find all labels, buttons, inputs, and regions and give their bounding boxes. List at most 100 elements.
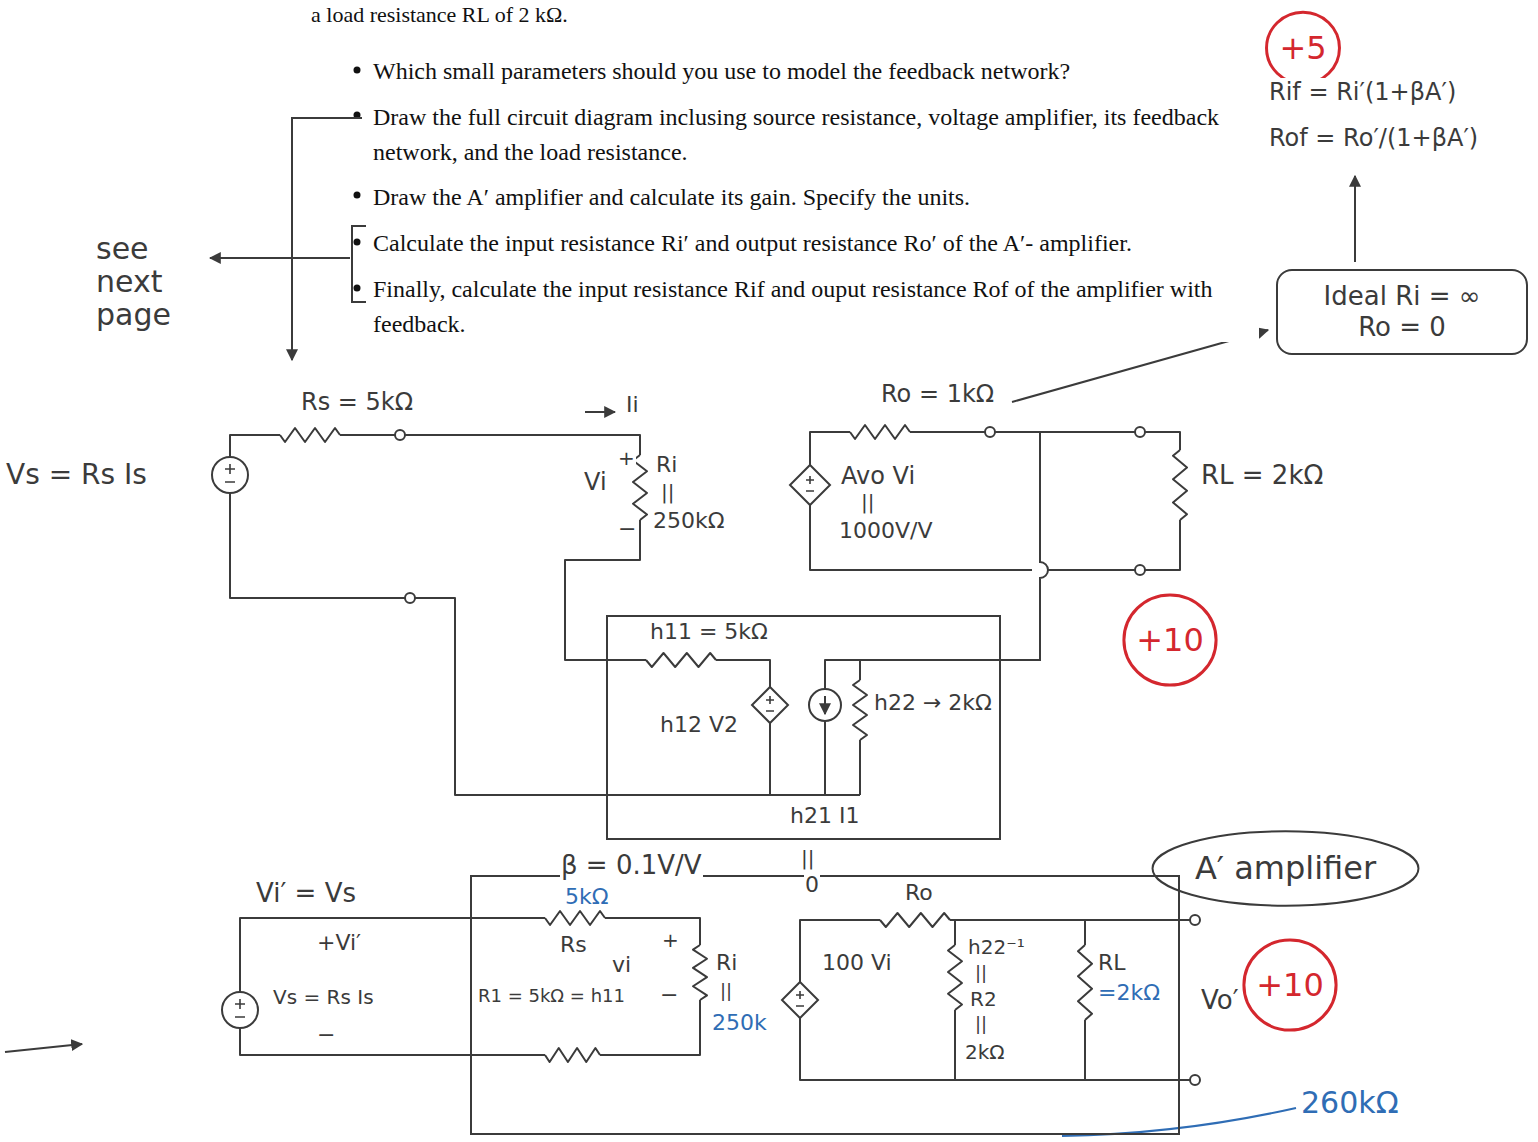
handwritten-note: Avo Vi	[840, 462, 916, 491]
note-box: h11 = 5kΩh12 V2h21 I1h22 → 2kΩ	[606, 615, 1001, 840]
handwritten-note: see next page	[95, 232, 207, 331]
component-label: −	[660, 982, 678, 1008]
polarity-sign	[225, 464, 235, 482]
component-label: Rs	[560, 932, 587, 958]
note-text: Ideal Ri = ∞	[1324, 281, 1481, 312]
handwritten-note: Vo′	[1200, 985, 1240, 1016]
handwritten-note: Vi′ = Vs	[255, 878, 357, 909]
wire	[600, 1000, 700, 1055]
handwritten-note: Vs = Rs Is	[272, 985, 375, 1009]
question-text: Draw the full circuit diagram inclusing …	[372, 100, 1259, 170]
question-text: Draw the A′ amplifier and calculate its …	[372, 180, 1259, 215]
leader-arrow	[210, 257, 350, 259]
component-label: Ro	[905, 880, 933, 906]
wire	[825, 660, 1001, 689]
component-label: h22⁻¹	[968, 935, 1025, 959]
current-source-symbol	[809, 689, 841, 721]
wire	[800, 1018, 1190, 1080]
wire	[1084, 920, 1086, 945]
score-mark: +10	[1136, 621, 1204, 659]
circle-outline-path	[1244, 940, 1336, 1030]
component-label: 100 Vi	[822, 950, 892, 976]
component-label: ||	[975, 962, 987, 984]
note-text: A′ amplifier	[1195, 849, 1376, 887]
wire	[415, 598, 860, 795]
handwritten-note: 0	[804, 872, 820, 898]
terminal	[985, 427, 995, 437]
score-mark: +5	[1279, 29, 1326, 67]
voltage-source-symbol	[212, 457, 248, 493]
wire	[240, 1028, 545, 1055]
wire	[230, 493, 405, 598]
handwritten-note: 1000V/V	[838, 518, 934, 544]
handwritten-note: +	[617, 446, 636, 470]
resistor-symbol	[1173, 450, 1187, 520]
component-label: =2kΩ	[1098, 980, 1160, 1006]
leader-arrow	[585, 411, 615, 413]
component-label: RL	[1098, 950, 1126, 976]
wire	[352, 226, 366, 302]
handwritten-note: 250kΩ	[652, 508, 726, 534]
polarity-sign	[235, 999, 245, 1017]
score-circle: +10	[1242, 937, 1338, 1033]
handwritten-note: Ro = 1kΩ	[880, 380, 995, 409]
handwritten-note: Rof = Ro′/(1+βA′)	[1268, 124, 1479, 153]
note-text: Ro = 0	[1358, 312, 1446, 343]
question-text: a load resistance RL of 2 kΩ.	[310, 2, 569, 28]
circle-outline-path	[1267, 12, 1340, 83]
wire	[950, 919, 1190, 921]
voltage-source-symbol	[222, 992, 258, 1028]
resistor-symbol	[948, 945, 962, 1010]
leader-arrow	[5, 1044, 82, 1052]
bullet	[354, 239, 361, 246]
handwritten-note: β = 0.1V/V	[560, 850, 703, 881]
handwritten-note: 260kΩ	[1300, 1085, 1400, 1121]
score-mark: +10	[1256, 966, 1324, 1004]
wire	[859, 660, 861, 680]
component-label: R1 = 5kΩ = h11	[478, 985, 625, 1007]
resistor-symbol	[850, 425, 910, 439]
component-label: 2kΩ	[965, 1040, 1005, 1064]
handwritten-note: ||	[860, 490, 875, 514]
handwritten-note: Vs = Rs Is	[5, 458, 148, 492]
handwritten-note: RL = 2kΩ	[1200, 460, 1324, 491]
wire	[910, 431, 985, 433]
handwritten-note: Ii	[625, 392, 640, 418]
circle-outline-path	[1124, 595, 1216, 685]
wire	[240, 918, 545, 992]
resistor-symbol	[545, 911, 605, 925]
terminal	[405, 593, 415, 603]
score-circle: +10	[1122, 592, 1218, 688]
wire	[810, 432, 850, 465]
wire	[810, 505, 1032, 570]
terminal	[395, 430, 405, 440]
handwritten-note: −	[316, 1022, 336, 1048]
component-label: h12 V2	[660, 712, 738, 738]
handwritten-note: −	[617, 516, 637, 542]
resistor-symbol	[545, 1048, 600, 1062]
terminal	[1190, 915, 1200, 925]
handwritten-note: ||	[800, 846, 815, 870]
leader-arrow	[1354, 176, 1356, 262]
bullet	[354, 67, 361, 74]
component-label: h11 = 5kΩ	[650, 619, 768, 645]
handwritten-note: ||	[660, 480, 675, 504]
wire	[769, 723, 771, 795]
terminal	[1135, 427, 1145, 437]
component-label: R2	[970, 987, 997, 1011]
bullet	[354, 285, 361, 292]
resistor-symbol	[880, 913, 950, 927]
question-text: Which small parameters should you use to…	[372, 54, 1259, 89]
wire	[405, 435, 640, 455]
wire	[1001, 432, 1048, 660]
polarity-sign	[806, 476, 814, 491]
wire	[1145, 432, 1180, 450]
resistor-symbol	[853, 680, 867, 740]
component-label: ||	[720, 980, 732, 1002]
wire	[1084, 1020, 1086, 1080]
handwritten-note: Rs = 5kΩ	[300, 388, 414, 417]
resistor-symbol	[280, 428, 340, 442]
resistor-symbol	[646, 653, 716, 667]
bullet	[354, 192, 361, 199]
component-label: h21 I1	[790, 803, 859, 829]
